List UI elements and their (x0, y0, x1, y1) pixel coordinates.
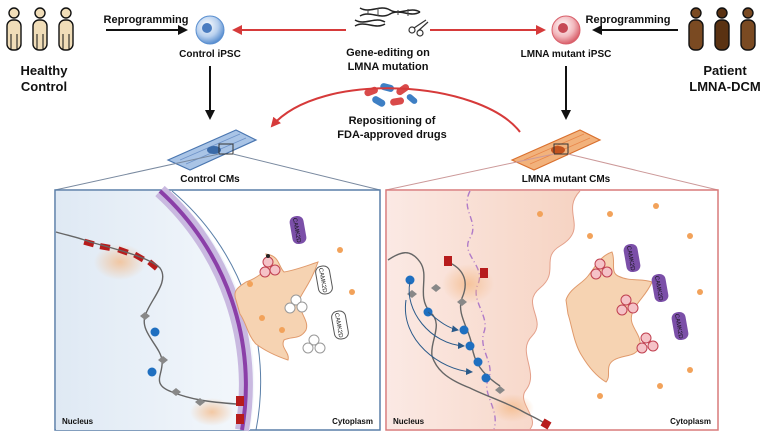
reposition-label-1: Repositioning of (349, 115, 436, 127)
receptor-white-icon (284, 294, 308, 314)
drug-pills-icon (364, 83, 418, 107)
zoom-line (567, 153, 719, 191)
glow-spot (94, 244, 146, 280)
chromatin-red (236, 396, 244, 406)
ligand-dot (587, 233, 593, 239)
control-ipsc-label: Control iPSC (179, 49, 241, 60)
reposition-label-2: FDA-approved drugs (337, 129, 446, 141)
chromatin-grey (195, 398, 205, 406)
drug-repositioning-arrow (270, 87, 521, 133)
svg-text:CAMK2D: CAMK2D (317, 268, 327, 294)
scissors-icon (408, 19, 429, 37)
mutant-nuclear-membrane (523, 190, 581, 430)
zoom-line (385, 153, 555, 191)
left-cytoplasm-label: Cytoplasm (332, 417, 373, 426)
chromatin-red (540, 418, 552, 430)
nuclear-lamina (158, 189, 248, 431)
chromatin-grey (140, 312, 150, 320)
right-cytoplasm-label: Cytoplasm (670, 417, 711, 426)
mutant-nucleus-region (387, 191, 580, 429)
control-panel: CAMK2D CAMK2D CAMK2D Nucleus Cytoplasm (54, 185, 381, 432)
svg-text:CAMK2D: CAMK2D (673, 314, 683, 340)
ligand-dot (607, 211, 613, 217)
cytoplasm-protrusion (565, 251, 653, 383)
ligand-dot (697, 289, 703, 295)
chromatin-strand (447, 261, 501, 387)
camk2d-tag-inactive: CAMK2D (315, 265, 333, 295)
healthy-label: Healthy (21, 63, 69, 78)
dna-helix-icon (354, 7, 421, 27)
chromatin-grey (495, 386, 505, 394)
mutant-cms-label: LMNA mutant CMs (522, 174, 611, 185)
mutant-ipsc-label: LMNA mutant iPSC (521, 49, 612, 60)
ligand-dot (247, 281, 253, 287)
camk2d-tag-active: CAMK2D (623, 243, 641, 273)
svg-text:CAMK2D: CAMK2D (333, 313, 343, 339)
chromatin-grey (431, 284, 441, 292)
ligand-dot (537, 211, 543, 217)
chromatin-grey (171, 388, 181, 396)
control-label: Control (21, 79, 67, 94)
ligand-dot (597, 393, 603, 399)
chromatin-blue (405, 275, 415, 285)
zoom-line (54, 153, 220, 191)
chromatin-blue (481, 373, 491, 383)
receptor-pink-icon (616, 294, 639, 316)
glow-spot (490, 394, 534, 422)
control-ipsc-icon (195, 15, 225, 45)
ligand-dot (349, 289, 355, 295)
control-cms-label: Control CMs (180, 174, 240, 185)
chromatin-red (444, 256, 452, 266)
reprogramming-right-label: Reprogramming (586, 14, 671, 26)
right-nucleus-label: Nucleus (393, 417, 425, 426)
ligand-dot (653, 203, 659, 209)
chromatin-red (147, 259, 159, 271)
relocation-arrow (408, 281, 465, 350)
camk2d-tag-active: CAMK2D (671, 311, 689, 341)
ligand-dot (687, 367, 693, 373)
lmna-dcm-label: LMNA-DCM (689, 79, 760, 94)
patient-label: Patient (703, 63, 747, 78)
ligand-dot (657, 383, 663, 389)
mutant-panel: CAMK2D CAMK2D CAMK2D Nucleus Cytoplasm (385, 189, 719, 431)
camk2d-tag-active: CAMK2D (289, 215, 307, 245)
chromatin-blue (150, 327, 160, 337)
left-nucleus-label: Nucleus (62, 417, 94, 426)
svg-text:CAMK2D: CAMK2D (291, 218, 301, 244)
gene-editing-label-1: Gene-editing on (346, 47, 430, 59)
reprogramming-left-label: Reprogramming (104, 14, 189, 26)
chromatin-blue (473, 357, 483, 367)
relocation-arrow (427, 311, 459, 333)
chromatin-grey (158, 356, 168, 364)
camk2d-tag-active: CAMK2D (651, 273, 669, 303)
ligand-dot (337, 247, 343, 253)
zoom-line (232, 153, 381, 191)
healthy-control-people-icon (6, 7, 74, 51)
chromatin-red (236, 414, 244, 424)
chromatin-red (480, 268, 488, 278)
control-cardiomyocyte-icon (166, 129, 258, 171)
patient-people-icon (688, 7, 756, 51)
receptor-white-icon (302, 334, 326, 354)
chromatin-blue (147, 367, 157, 377)
relocation-arrow (404, 299, 473, 376)
chromatin-blue (459, 325, 469, 335)
svg-text:CAMK2D: CAMK2D (653, 276, 663, 302)
receptor-pink-icon (259, 254, 281, 278)
chromatin-blue (465, 341, 475, 351)
receptor-pink-icon (590, 258, 613, 280)
receptor-pink-icon (636, 332, 659, 354)
svg-text:CAMK2D: CAMK2D (625, 246, 635, 272)
camk2d-tag-inactive: CAMK2D (331, 310, 349, 340)
ligand-dot (279, 327, 285, 333)
mutant-cardiomyocyte-icon (510, 129, 602, 171)
chromatin-grey (457, 298, 467, 306)
ligand-dot (687, 233, 693, 239)
mutant-ipsc-icon (551, 15, 581, 45)
disrupted-lamina (466, 190, 496, 430)
gene-editing-label-2: LMNA mutation (348, 61, 429, 73)
ligand-dot (259, 315, 265, 321)
